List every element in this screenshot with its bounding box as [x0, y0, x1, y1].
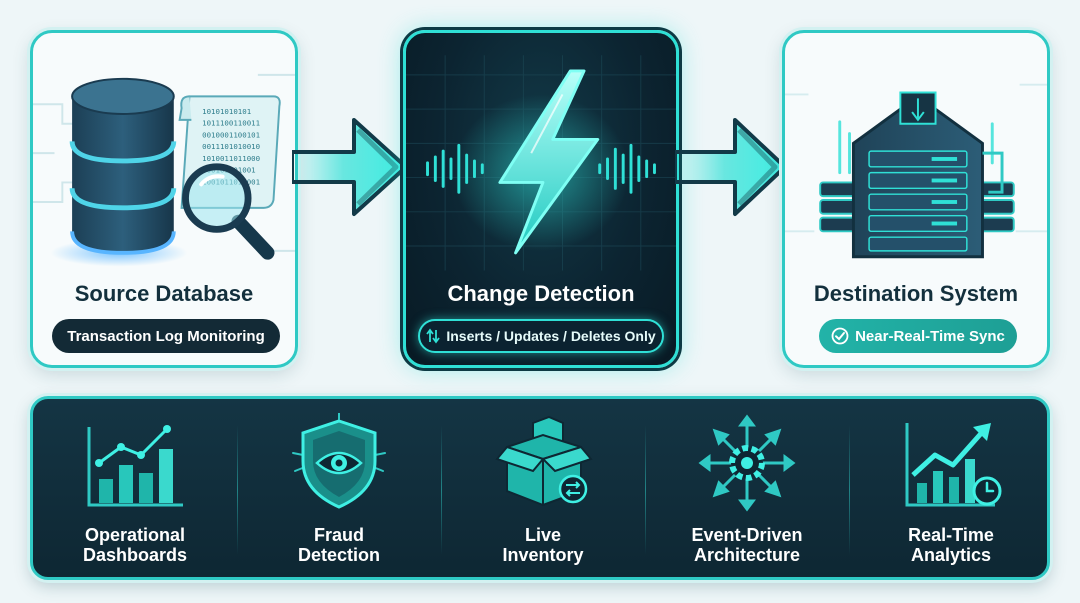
- lightning-bolt-icon: [498, 69, 600, 255]
- use-case-real-time-analytics: Real-Time Analytics: [849, 399, 1053, 577]
- shield-eye-icon: [292, 413, 386, 509]
- binary-line: 1010011011000: [202, 154, 260, 163]
- destination-system-title: Destination System: [813, 281, 1019, 306]
- use-case-label: Fraud Detection: [297, 525, 380, 565]
- use-case-label: Event-Driven Architecture: [691, 525, 803, 565]
- change-types-label: Inserts / Updates / Deletes Only: [446, 328, 656, 344]
- database-cylinder-icon: [69, 77, 177, 255]
- divider: [237, 425, 238, 555]
- divider: [441, 425, 442, 555]
- use-case-live-inventory: Live Inventory: [441, 399, 645, 577]
- sync-status-label: Near-Real-Time Sync: [855, 327, 1005, 345]
- check-circle-icon: [831, 327, 849, 345]
- use-case-panel: Operational Dashboards Fraud Detection: [30, 396, 1050, 580]
- boxes-icon: [495, 415, 593, 507]
- binary-line: 0010001100101: [202, 130, 260, 139]
- signal-wave-left: [426, 143, 484, 194]
- bar-chart-icon: [87, 425, 183, 507]
- source-database-title: Source Database: [74, 281, 254, 306]
- transaction-log-label: Transaction Log Monitoring: [67, 327, 265, 345]
- sync-status-badge: Near-Real-Time Sync: [819, 319, 1017, 353]
- binary-line: 10101010101: [202, 107, 251, 116]
- change-types-badge: Inserts / Updates / Deletes Only: [418, 319, 664, 353]
- growth-chart-icon: [905, 423, 1002, 507]
- use-case-event-driven-architecture: Event-Driven Architecture: [645, 399, 849, 577]
- use-case-operational-dashboards: Operational Dashboards: [33, 399, 237, 577]
- server-building-icon: [785, 83, 1047, 259]
- change-detection-card: Change Detection Inserts / Updates / Del…: [403, 30, 679, 368]
- divider: [849, 425, 850, 555]
- source-database-card: 10101010101 1011100110011 0010001100101 …: [30, 30, 298, 368]
- transaction-log-badge: Transaction Log Monitoring: [52, 319, 280, 353]
- lightning-signal-icon: [406, 55, 676, 271]
- use-case-label: Live Inventory: [502, 525, 584, 565]
- gear-arrows-icon: [698, 414, 796, 512]
- up-down-arrows-icon: [426, 328, 441, 344]
- use-case-fraud-detection: Fraud Detection: [237, 399, 441, 577]
- change-detection-title: Change Detection: [447, 281, 635, 306]
- flow-arrow-icon: [675, 118, 787, 216]
- use-case-label: Real-Time Analytics: [908, 525, 994, 565]
- destination-system-card: Destination System Near-Real-Time Sync: [782, 30, 1050, 368]
- divider: [645, 425, 646, 555]
- magnifier-icon: [182, 163, 275, 260]
- binary-line: 1011100110011: [202, 119, 260, 128]
- flow-arrow-icon: [292, 118, 408, 216]
- database-magnifier-icon: 10101010101 1011100110011 0010001100101 …: [33, 73, 295, 267]
- use-case-label: Operational Dashboards: [82, 525, 188, 565]
- binary-line: 0011101010010: [202, 142, 260, 151]
- signal-wave-right: [598, 143, 656, 194]
